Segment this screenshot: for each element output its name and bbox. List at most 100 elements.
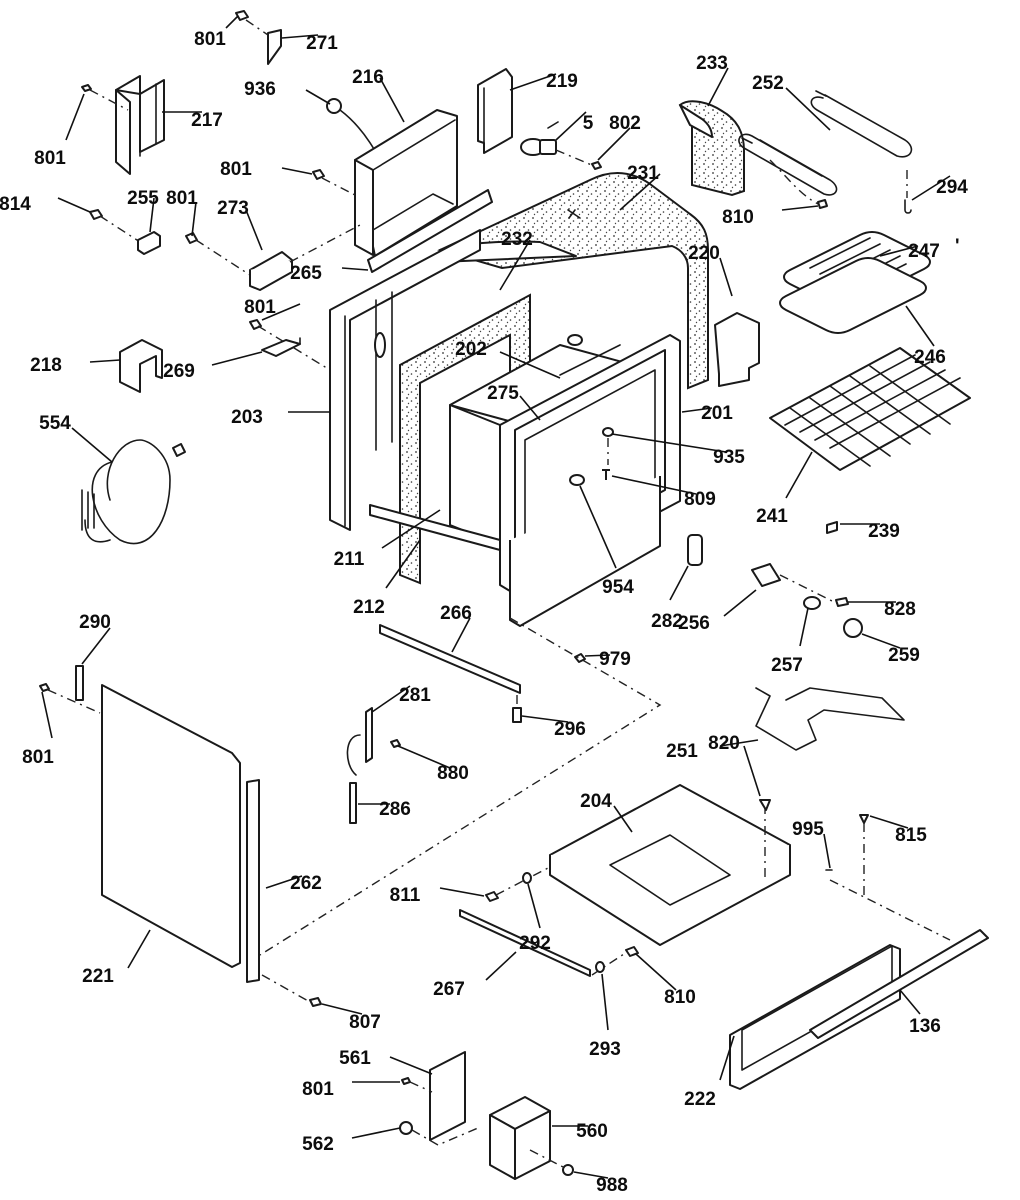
leader-line xyxy=(149,197,155,233)
part-number-label: 271 xyxy=(306,33,338,54)
strip-265-icon xyxy=(367,189,493,273)
part-number-label: 241 xyxy=(756,506,788,527)
callout-979: 979 xyxy=(584,649,631,670)
leader-line xyxy=(573,1171,609,1179)
oven-rack-241-icon xyxy=(769,347,971,471)
broil-pan-246-icon xyxy=(779,257,927,334)
leader-line xyxy=(785,451,813,499)
callout-136: 136 xyxy=(899,989,941,1037)
bulb-cover-282-icon xyxy=(687,534,703,566)
callout-954: 954 xyxy=(579,485,634,598)
callout-828: 828 xyxy=(848,599,916,620)
callout-801: 801 xyxy=(244,297,301,321)
part-number-label: 296 xyxy=(554,719,586,740)
knob-259-icon xyxy=(843,618,863,638)
part-number-label: 233 xyxy=(696,53,728,74)
screw-811-icon xyxy=(485,891,499,902)
part-number-label: 290 xyxy=(79,612,111,633)
leader-line xyxy=(499,351,561,379)
duct-216-icon xyxy=(354,109,458,257)
callout-221: 221 xyxy=(82,929,151,987)
callout-247: 247 xyxy=(879,241,940,262)
part-number-label: 218 xyxy=(30,355,62,376)
part-number-label: 561 xyxy=(339,1048,371,1069)
part-number-label: 554 xyxy=(39,413,71,434)
screw-810-top-icon xyxy=(817,199,828,209)
part-number-label: 273 xyxy=(217,198,249,219)
callout-218: 218 xyxy=(30,355,121,376)
callout-562: 562 xyxy=(302,1127,401,1155)
leader-line xyxy=(89,359,121,363)
callout-216: 216 xyxy=(352,67,405,123)
screw-809-icon xyxy=(602,469,610,480)
leader-line xyxy=(669,565,689,601)
leader-line xyxy=(451,617,471,653)
leader-line xyxy=(351,1127,401,1139)
part-number-label: 219 xyxy=(546,71,578,92)
bake-element-251-icon xyxy=(755,687,905,751)
screw-802-icon xyxy=(591,161,602,170)
part-number-label: 801 xyxy=(302,1079,334,1100)
callout-239: 239 xyxy=(840,521,900,542)
callout-273: 273 xyxy=(217,198,263,251)
callout-257: 257 xyxy=(771,607,809,676)
part-number-label: 810 xyxy=(722,207,754,228)
part-number-label: 252 xyxy=(752,73,784,94)
callout-801: 801 xyxy=(166,188,198,237)
part-number-label: 267 xyxy=(433,979,465,1000)
insulation-233-icon xyxy=(678,100,745,197)
callout-801: 801 xyxy=(220,159,313,180)
part-number-label: 979 xyxy=(599,649,631,670)
screw-801-269-icon xyxy=(249,319,262,330)
callout-231: 231 xyxy=(619,163,661,211)
leader-line xyxy=(584,654,611,657)
broil-element-252-icon xyxy=(738,90,913,196)
terminal-block-560-icon xyxy=(489,1096,551,1180)
callout-275: 275 xyxy=(487,383,541,421)
part-number-label: 255 xyxy=(127,188,159,209)
part-number-label: 269 xyxy=(163,361,195,382)
drawer-204-icon xyxy=(549,784,791,946)
part-number-label: 801 xyxy=(22,747,54,768)
part-number-label: 810 xyxy=(664,987,696,1008)
leader-line xyxy=(509,73,557,91)
callout-286: 286 xyxy=(358,799,411,820)
callout-554: 554 xyxy=(39,413,113,463)
callout-262: 262 xyxy=(265,873,322,894)
callout-988: 988 xyxy=(573,1171,628,1196)
power-cord-554-icon xyxy=(81,439,186,545)
part-number-label: 811 xyxy=(390,885,421,906)
leader-line xyxy=(743,745,761,797)
slide-267-icon xyxy=(459,909,591,977)
shield-220-icon xyxy=(714,312,760,387)
leader-line xyxy=(499,239,531,291)
part-number-label: 216 xyxy=(352,67,384,88)
callout-801: 801 xyxy=(34,93,85,169)
screw-815-icon xyxy=(859,814,869,824)
part-number-label: 801 xyxy=(34,148,66,169)
screw-810-bottom-icon xyxy=(625,946,639,957)
screw-828-icon xyxy=(835,597,849,607)
deflector-273-icon xyxy=(249,251,293,291)
part-number-label: 562 xyxy=(302,1134,334,1155)
part-number-label: 221 xyxy=(82,966,114,987)
callout-810: 810 xyxy=(722,205,819,228)
part-number-label: 259 xyxy=(888,645,920,666)
callout-935: 935 xyxy=(611,433,745,468)
callout-269: 269 xyxy=(163,351,263,382)
leader-line xyxy=(613,805,633,833)
nut-988-icon xyxy=(562,1164,574,1176)
leader-line xyxy=(439,887,485,897)
part-number-label: 560 xyxy=(576,1121,608,1142)
callout-233: 233 xyxy=(696,53,729,107)
part-number-label: 801 xyxy=(220,159,252,180)
part-number-label: 136 xyxy=(909,1016,941,1037)
drawer-front-222-icon xyxy=(729,944,901,1090)
part-number-label: 211 xyxy=(334,549,365,570)
part-number-label: 801 xyxy=(244,297,276,318)
leader-line xyxy=(211,351,263,366)
kickplate-136-icon xyxy=(809,929,989,1039)
bracket-218-icon xyxy=(119,339,163,393)
callout-820: 820 xyxy=(708,733,761,797)
callout-296: 296 xyxy=(521,715,586,740)
